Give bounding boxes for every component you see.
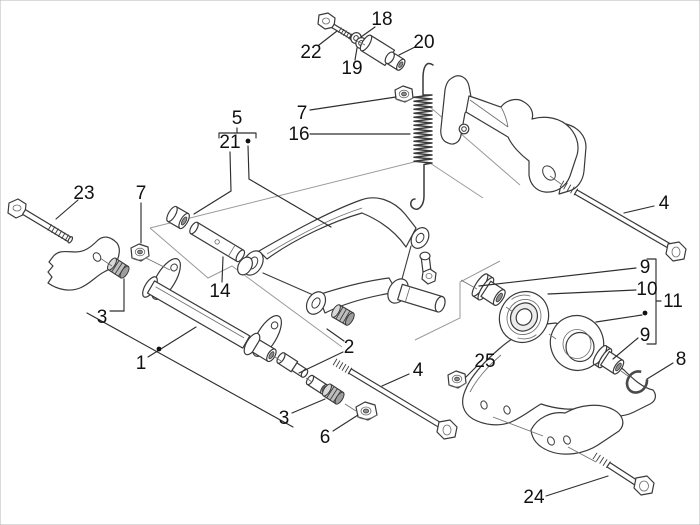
bearing-10 <box>498 290 550 344</box>
bolt-22 <box>317 12 355 41</box>
callout-9-upper: 9 <box>640 257 651 278</box>
callout-leaders <box>55 26 674 497</box>
spring-anchor-pin <box>419 251 437 285</box>
swingarm-bush <box>331 304 355 326</box>
support-bracket-11 <box>462 315 656 426</box>
callout-24: 24 <box>523 487 545 508</box>
callout-25: 25 <box>474 351 495 372</box>
callout-21: 21 <box>219 132 240 153</box>
bolt-4-lower <box>332 358 458 440</box>
engine-bracket <box>440 75 587 195</box>
callout-10: 10 <box>636 279 657 300</box>
callout-3-lower: 3 <box>279 408 290 429</box>
callout-19: 19 <box>341 58 362 79</box>
callout-23: 23 <box>73 183 94 204</box>
bushing-9-right <box>592 344 625 375</box>
spacer-20 <box>359 34 406 71</box>
callout-5: 5 <box>232 108 243 129</box>
callout-9-lower: 9 <box>640 325 651 346</box>
callout-6: 6 <box>320 427 331 448</box>
bushing-3-right <box>322 383 345 405</box>
ref-dot-1 <box>156 346 162 352</box>
bolt-4-upper <box>559 180 687 262</box>
spring-16 <box>410 62 434 210</box>
callout-7-left: 7 <box>136 183 147 204</box>
nut-7-top <box>394 85 414 103</box>
callout-4-upper: 4 <box>659 193 670 214</box>
bolt-23 <box>7 198 74 244</box>
ref-dot-11 <box>642 310 648 316</box>
mount-arm <box>47 236 120 291</box>
lower-plate <box>530 404 624 455</box>
callout-2: 2 <box>344 337 355 358</box>
nut-25 <box>447 370 467 389</box>
callout-16: 16 <box>288 124 309 145</box>
callout-labels: 18 22 19 20 7 16 5 21 23 7 4 9 10 11 9 8… <box>73 9 686 508</box>
nut-7-left <box>130 243 150 262</box>
pivot-shaft-1 <box>142 258 282 363</box>
callout-3-left: 3 <box>97 307 108 328</box>
callout-11: 11 <box>663 291 683 312</box>
callout-20: 20 <box>413 32 434 53</box>
ref-dot-5 <box>245 138 251 144</box>
callout-7-top: 7 <box>297 103 308 124</box>
nut-6 <box>355 401 378 421</box>
callout-1: 1 <box>136 353 147 374</box>
callout-4-lower: 4 <box>413 360 424 381</box>
callout-18: 18 <box>371 9 392 30</box>
bushing-3-left <box>107 257 130 279</box>
bolt-24 <box>592 452 655 496</box>
circlip-8 <box>625 370 649 394</box>
callout-22: 22 <box>300 42 321 63</box>
bushing-9-left <box>471 273 506 306</box>
bushing-21 <box>166 205 190 230</box>
swingarm <box>237 197 446 326</box>
assembly-axis-lines <box>99 40 629 463</box>
callout-14: 14 <box>209 281 231 302</box>
callout-8: 8 <box>676 349 687 370</box>
